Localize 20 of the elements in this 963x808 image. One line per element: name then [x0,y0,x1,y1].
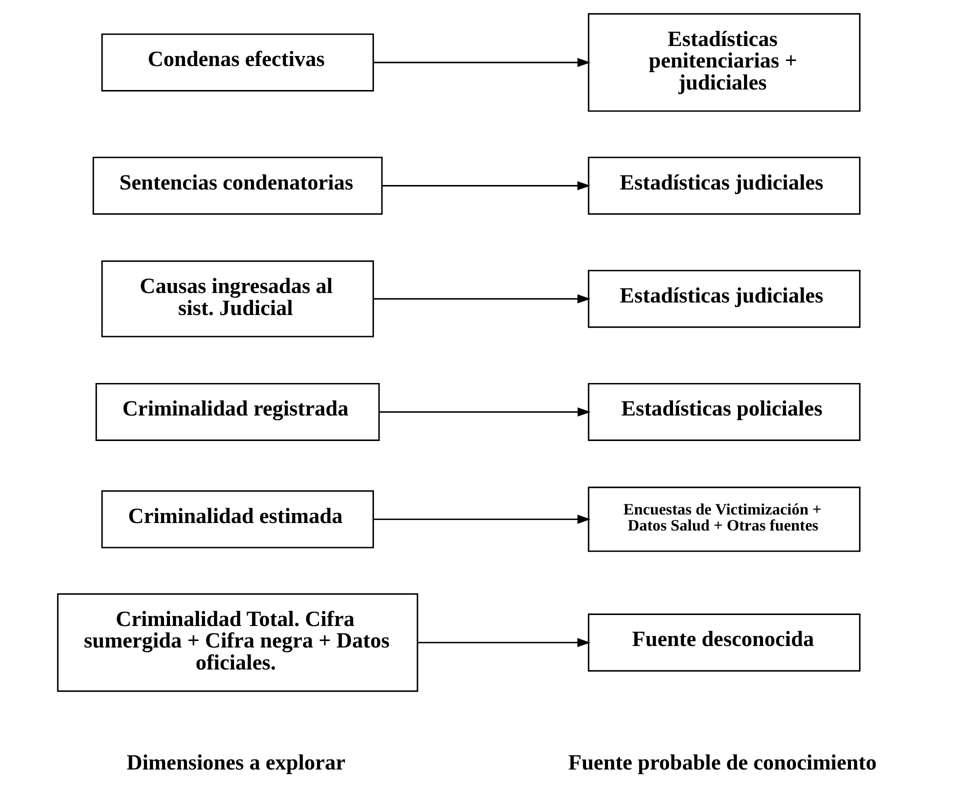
node-box: Fuente desconocida [587,614,860,672]
node-box: Criminalidad registrada [95,382,380,441]
node-box: Criminalidad estimada [100,490,374,548]
node-box: Estadísticas policiales [587,382,860,441]
arrow [373,294,590,304]
arrow [417,638,590,648]
label: Fuente probable de conocimiento [568,750,876,774]
arrow [379,407,590,417]
label: Dimensiones a explorar [126,750,345,774]
node-box: Causas ingresadas al sist. Judicial [100,260,374,338]
arrow [382,181,590,190]
node-box: Condenas efectivas [100,33,374,92]
arrow [373,58,590,68]
node-box: Estadísticas judiciales [587,156,860,215]
node-box: Encuestas de Victimización + Datos Salud + Otras fuentes [587,486,860,552]
arrow [373,514,590,524]
node-box: Sentencias condenatorias [92,156,382,215]
node-box: Estadísticas judiciales [587,270,860,328]
node-box: Criminalidad Total. Cifra sumergida + Cifra negra + Datos oficiales. [56,593,418,692]
node-box: Estadísticas penitenciarias + judiciales [587,13,860,112]
